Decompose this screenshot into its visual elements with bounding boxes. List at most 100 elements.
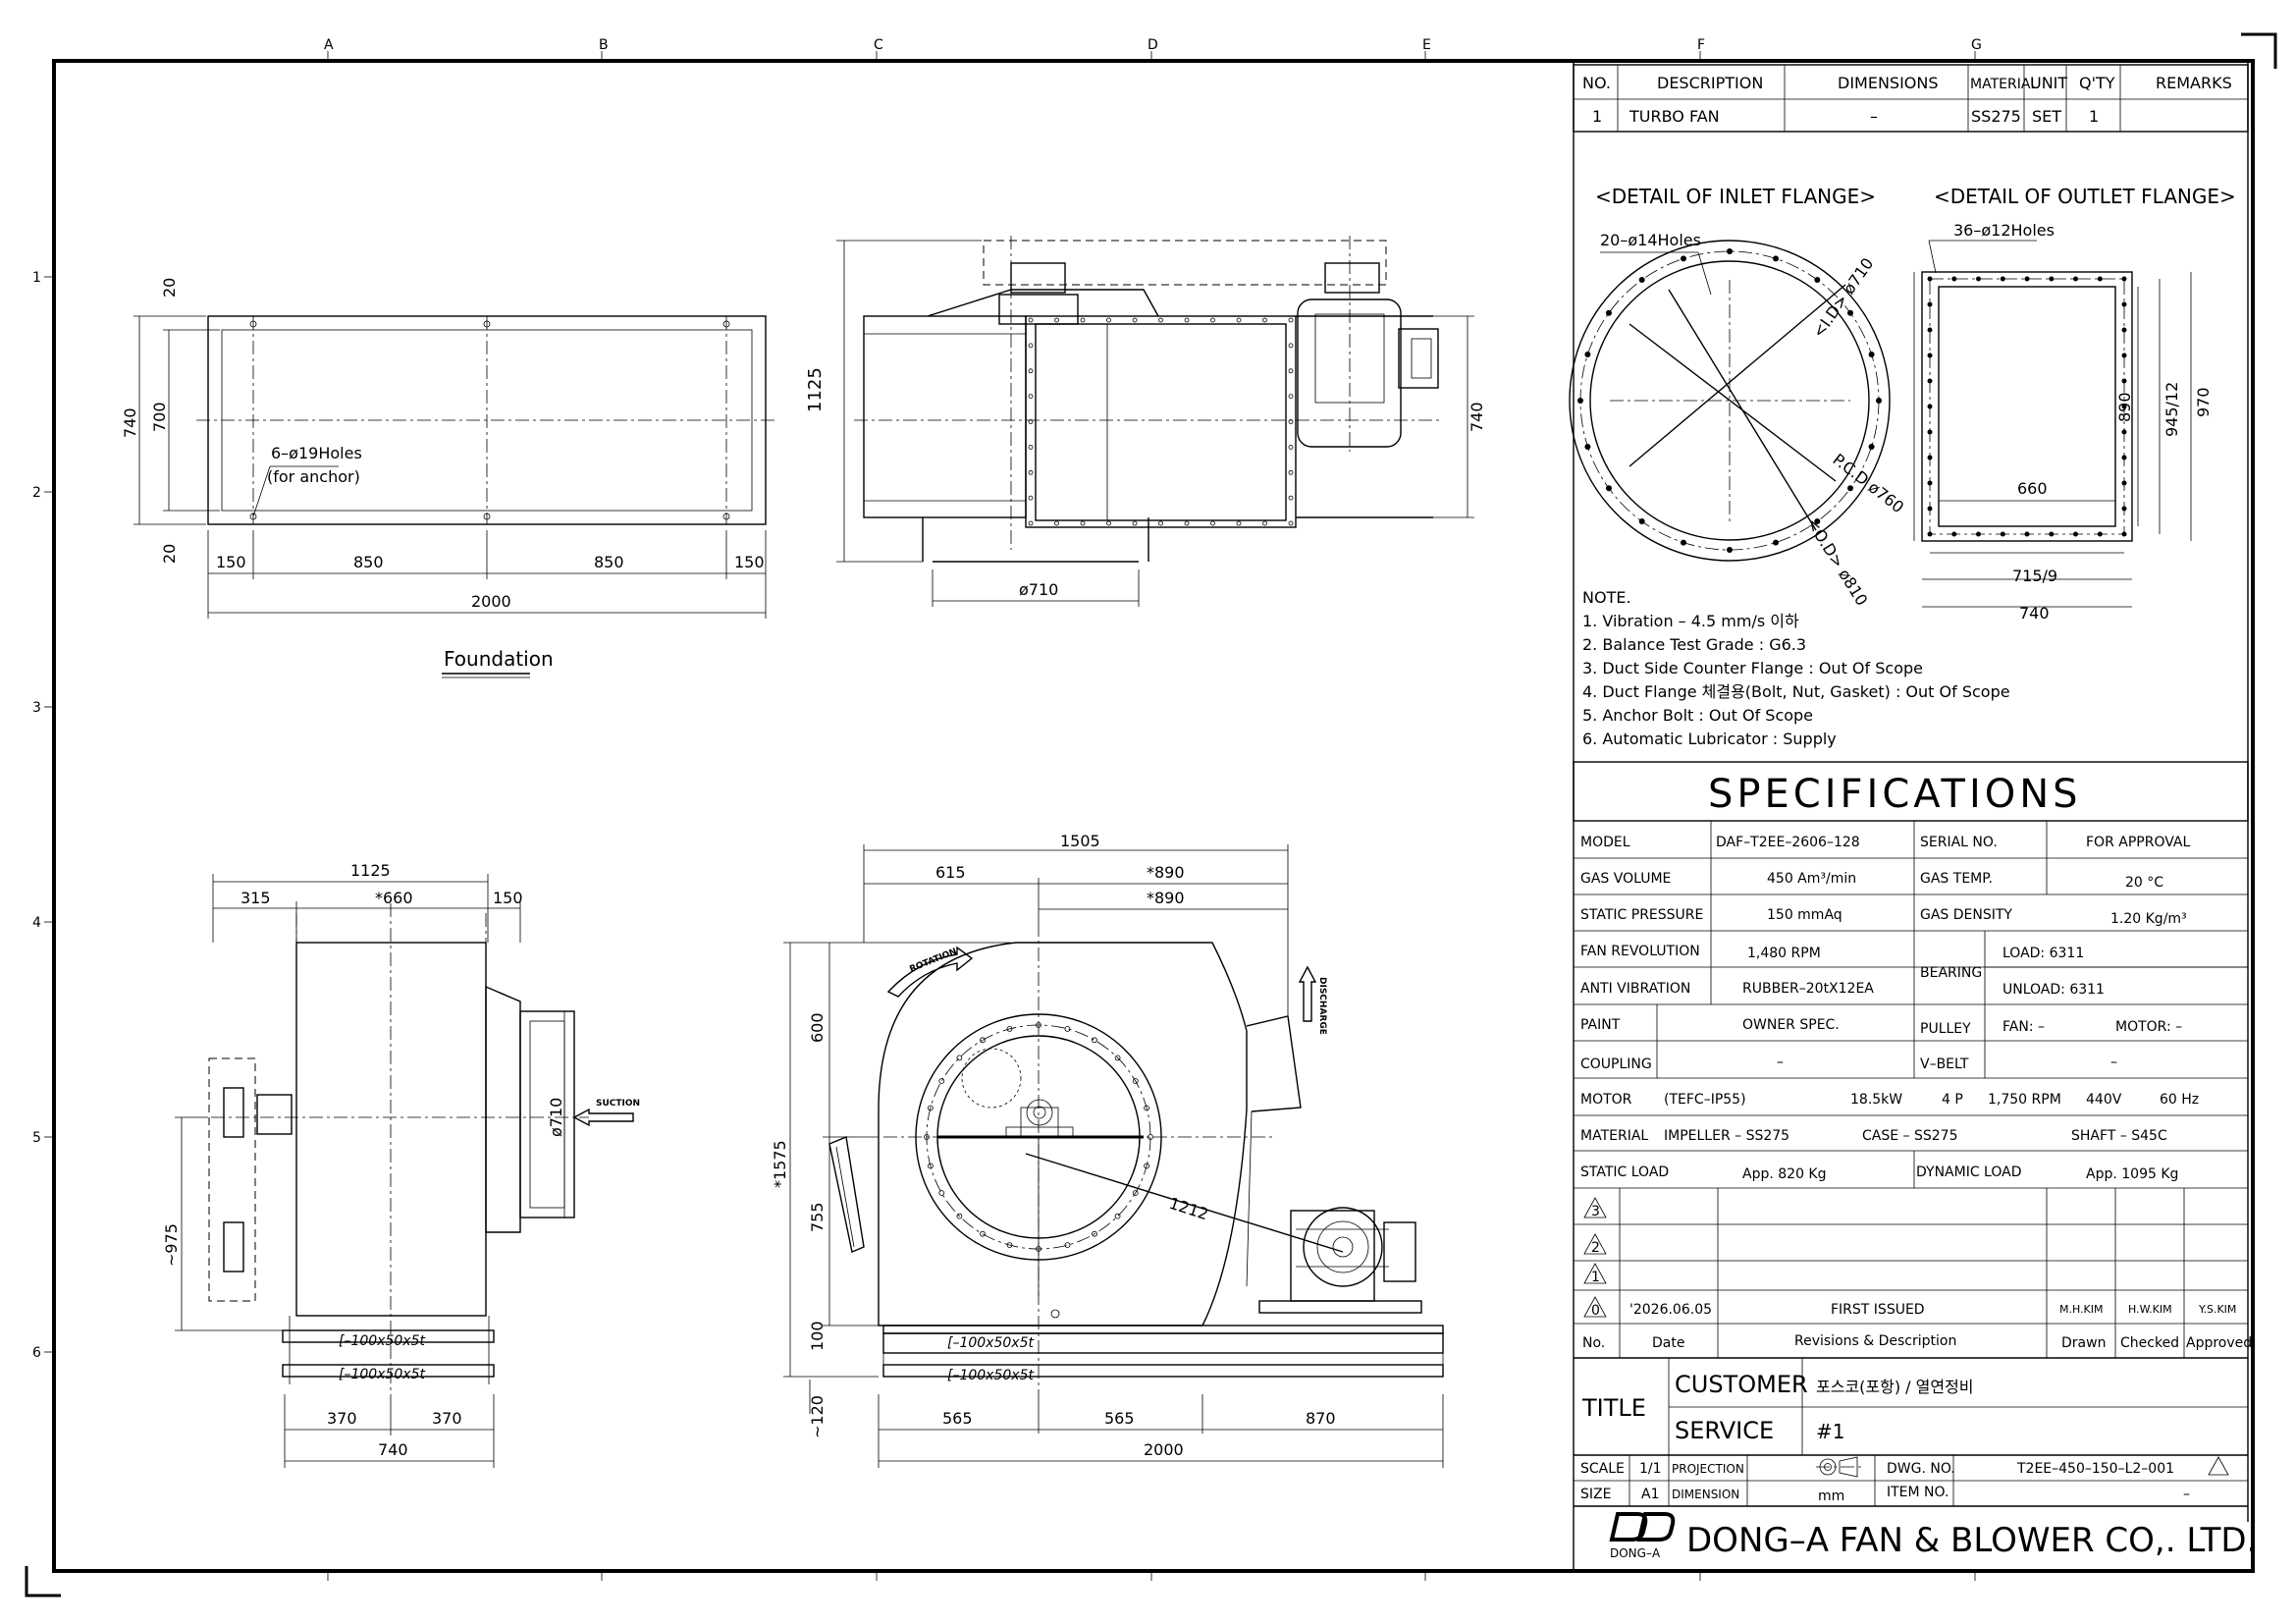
bolt-hole	[956, 1055, 963, 1061]
rev-header-drawn: Drawn	[2061, 1335, 2106, 1351]
bom-table: NO. DESCRIPTION DIMENSIONS MATERIAL UNIT…	[1573, 64, 2249, 133]
main-flange-bolts	[924, 1022, 1153, 1252]
inlet-bolt-holes	[1577, 248, 1882, 553]
bolt-hole	[1262, 520, 1267, 526]
bolt-hole	[1606, 485, 1612, 492]
item-value: –	[2183, 1487, 2190, 1502]
grid-col-f: F	[1697, 37, 1705, 53]
side-dim-660: *660	[375, 889, 413, 907]
rev-mark-0: 0	[1591, 1303, 1600, 1319]
rev-mark-2: 2	[1591, 1240, 1600, 1256]
main-dim-890-a: *890	[1147, 863, 1185, 882]
bolt-hole	[2073, 276, 2078, 282]
grid-row-6: 6	[32, 1345, 41, 1361]
spec-coupling: –	[1777, 1055, 1784, 1070]
spec-static-load-label: STATIC LOAD	[1580, 1164, 1669, 1180]
side-channel-lower: [–100x50x5t	[339, 1367, 425, 1382]
spec-vbelt-label: V–BELT	[1920, 1056, 1969, 1072]
bolt-hole	[1132, 520, 1138, 526]
note-2: 2. Balance Test Grade : G6.3	[1582, 635, 1806, 654]
spec-gas-density-label: GAS DENSITY	[1920, 907, 2012, 923]
main-dim-870: 870	[1306, 1409, 1336, 1428]
bolt-hole	[1106, 317, 1111, 323]
specifications-table: SPECIFICATIONS MODEL DAF–T2EE–2606–128 S…	[1573, 63, 2249, 1571]
bolt-hole	[1144, 1163, 1149, 1169]
projection-label: PROJECTION	[1672, 1462, 1744, 1476]
bolt-hole	[1054, 317, 1059, 323]
title-block: TITLE CUSTOMER 포스코(포항) / 열연정비 SERVICE #1…	[1574, 1358, 2257, 1560]
bolt-hole	[1184, 317, 1190, 323]
outlet-holes-label: 36–ø12Holes	[1953, 221, 2055, 240]
main-dim-600: 600	[808, 1012, 827, 1043]
inlet-detail-title: <DETAIL OF INLET FLANGE>	[1595, 185, 1876, 208]
spec-motor-type: (TEFC–IP55)	[1664, 1092, 1746, 1108]
bolt-hole	[1028, 495, 1034, 501]
spec-gas-temp: 20 °C	[2125, 875, 2163, 891]
bolt-hole	[938, 1078, 945, 1084]
bolt-hole	[1028, 419, 1034, 424]
inlet-holes-label: 20–ø14Holes	[1600, 231, 1701, 249]
rev-mark-1: 1	[1591, 1270, 1600, 1285]
bolt-hole	[1951, 276, 1957, 282]
spec-pulley-motor: MOTOR: –	[2115, 1019, 2182, 1035]
anchor-holes	[249, 320, 730, 520]
note-5: 5. Anchor Bolt : Out Of Scope	[1582, 706, 1813, 725]
bolt-hole	[2024, 531, 2030, 537]
bolt-hole	[1727, 248, 1733, 254]
top-dim-740: 740	[121, 407, 139, 438]
spec-motor-hz: 60 Hz	[2160, 1092, 2199, 1108]
bolt-hole	[1080, 317, 1086, 323]
bolt-hole	[1028, 394, 1034, 400]
discharge-label: DISCHARGE	[1317, 977, 1327, 1035]
grid-col-e: E	[1422, 37, 1431, 53]
bolt-hole	[2121, 531, 2127, 537]
bolt-hole	[980, 1037, 986, 1044]
bolt-hole	[1927, 506, 1933, 512]
bolt-hole	[928, 1105, 934, 1111]
bolt-hole	[1814, 518, 1821, 524]
rev-checked: H.W.KIM	[2128, 1303, 2172, 1316]
suction-arrow-icon	[572, 1108, 634, 1127]
main-dim-755: 755	[808, 1202, 827, 1232]
bolt-hole	[1951, 531, 1957, 537]
bom-row-dimensions: –	[1870, 107, 1878, 126]
scale-label: SCALE	[1580, 1461, 1625, 1477]
bolt-hole	[1028, 469, 1034, 475]
side-dim-1125: 1125	[350, 861, 391, 880]
spec-static-pressure-label: STATIC PRESSURE	[1580, 907, 1703, 923]
side-dim-315: 315	[240, 889, 271, 907]
spec-gas-volume-label: GAS VOLUME	[1580, 871, 1671, 887]
bolt-hole	[1158, 520, 1163, 526]
main-dim-1575: *1575	[771, 1140, 789, 1188]
bolt-hole	[1927, 429, 1933, 435]
bolt-hole	[1054, 520, 1059, 526]
spec-motor-kw: 18.5kW	[1850, 1092, 1902, 1108]
rev-header-approved: Approved	[2186, 1335, 2252, 1351]
discharge-arrow-icon	[1298, 965, 1317, 1022]
bom-header-description: DESCRIPTION	[1657, 74, 1763, 92]
bolt-hole	[1927, 301, 1933, 307]
outlet-flange-detail: <DETAIL OF OUTLET FLANGE> 36–ø12Holes 89…	[1913, 185, 2236, 623]
rev-header-checked: Checked	[2120, 1335, 2179, 1351]
front-flange-bolts	[1028, 317, 1294, 526]
customer-value: 포스코(포항) / 열연정비	[1816, 1378, 1974, 1396]
rev-drawn: M.H.KIM	[2059, 1303, 2104, 1316]
bolt-hole	[1927, 378, 1933, 384]
main-dim-120: ~120	[808, 1395, 827, 1438]
rev-header-no: No.	[1582, 1335, 1605, 1351]
spec-fan-rev: 1,480 RPM	[1747, 946, 1821, 961]
bolt-hole	[1028, 368, 1034, 374]
bolt-hole	[1080, 520, 1086, 526]
bolt-hole	[1210, 520, 1215, 526]
grid-col-c: C	[874, 37, 883, 53]
notes: NOTE. 1. Vibration – 4.5 mm/s 이하 2. Bala…	[1582, 588, 2010, 748]
main-dim-2000: 2000	[1144, 1440, 1184, 1459]
bolt-hole	[1927, 480, 1933, 486]
size-value: A1	[1641, 1487, 1659, 1502]
main-dim-100: 100	[808, 1321, 827, 1351]
suction-label: SUCTION	[596, 1099, 640, 1109]
spec-material-label: MATERIAL	[1580, 1128, 1648, 1144]
bolt-hole	[1577, 398, 1583, 404]
revision-table: 3 2 1 0 '2026.06.05 FIRST ISSUED M.H.KIM…	[1574, 1188, 2252, 1359]
bolt-hole	[1876, 398, 1882, 404]
